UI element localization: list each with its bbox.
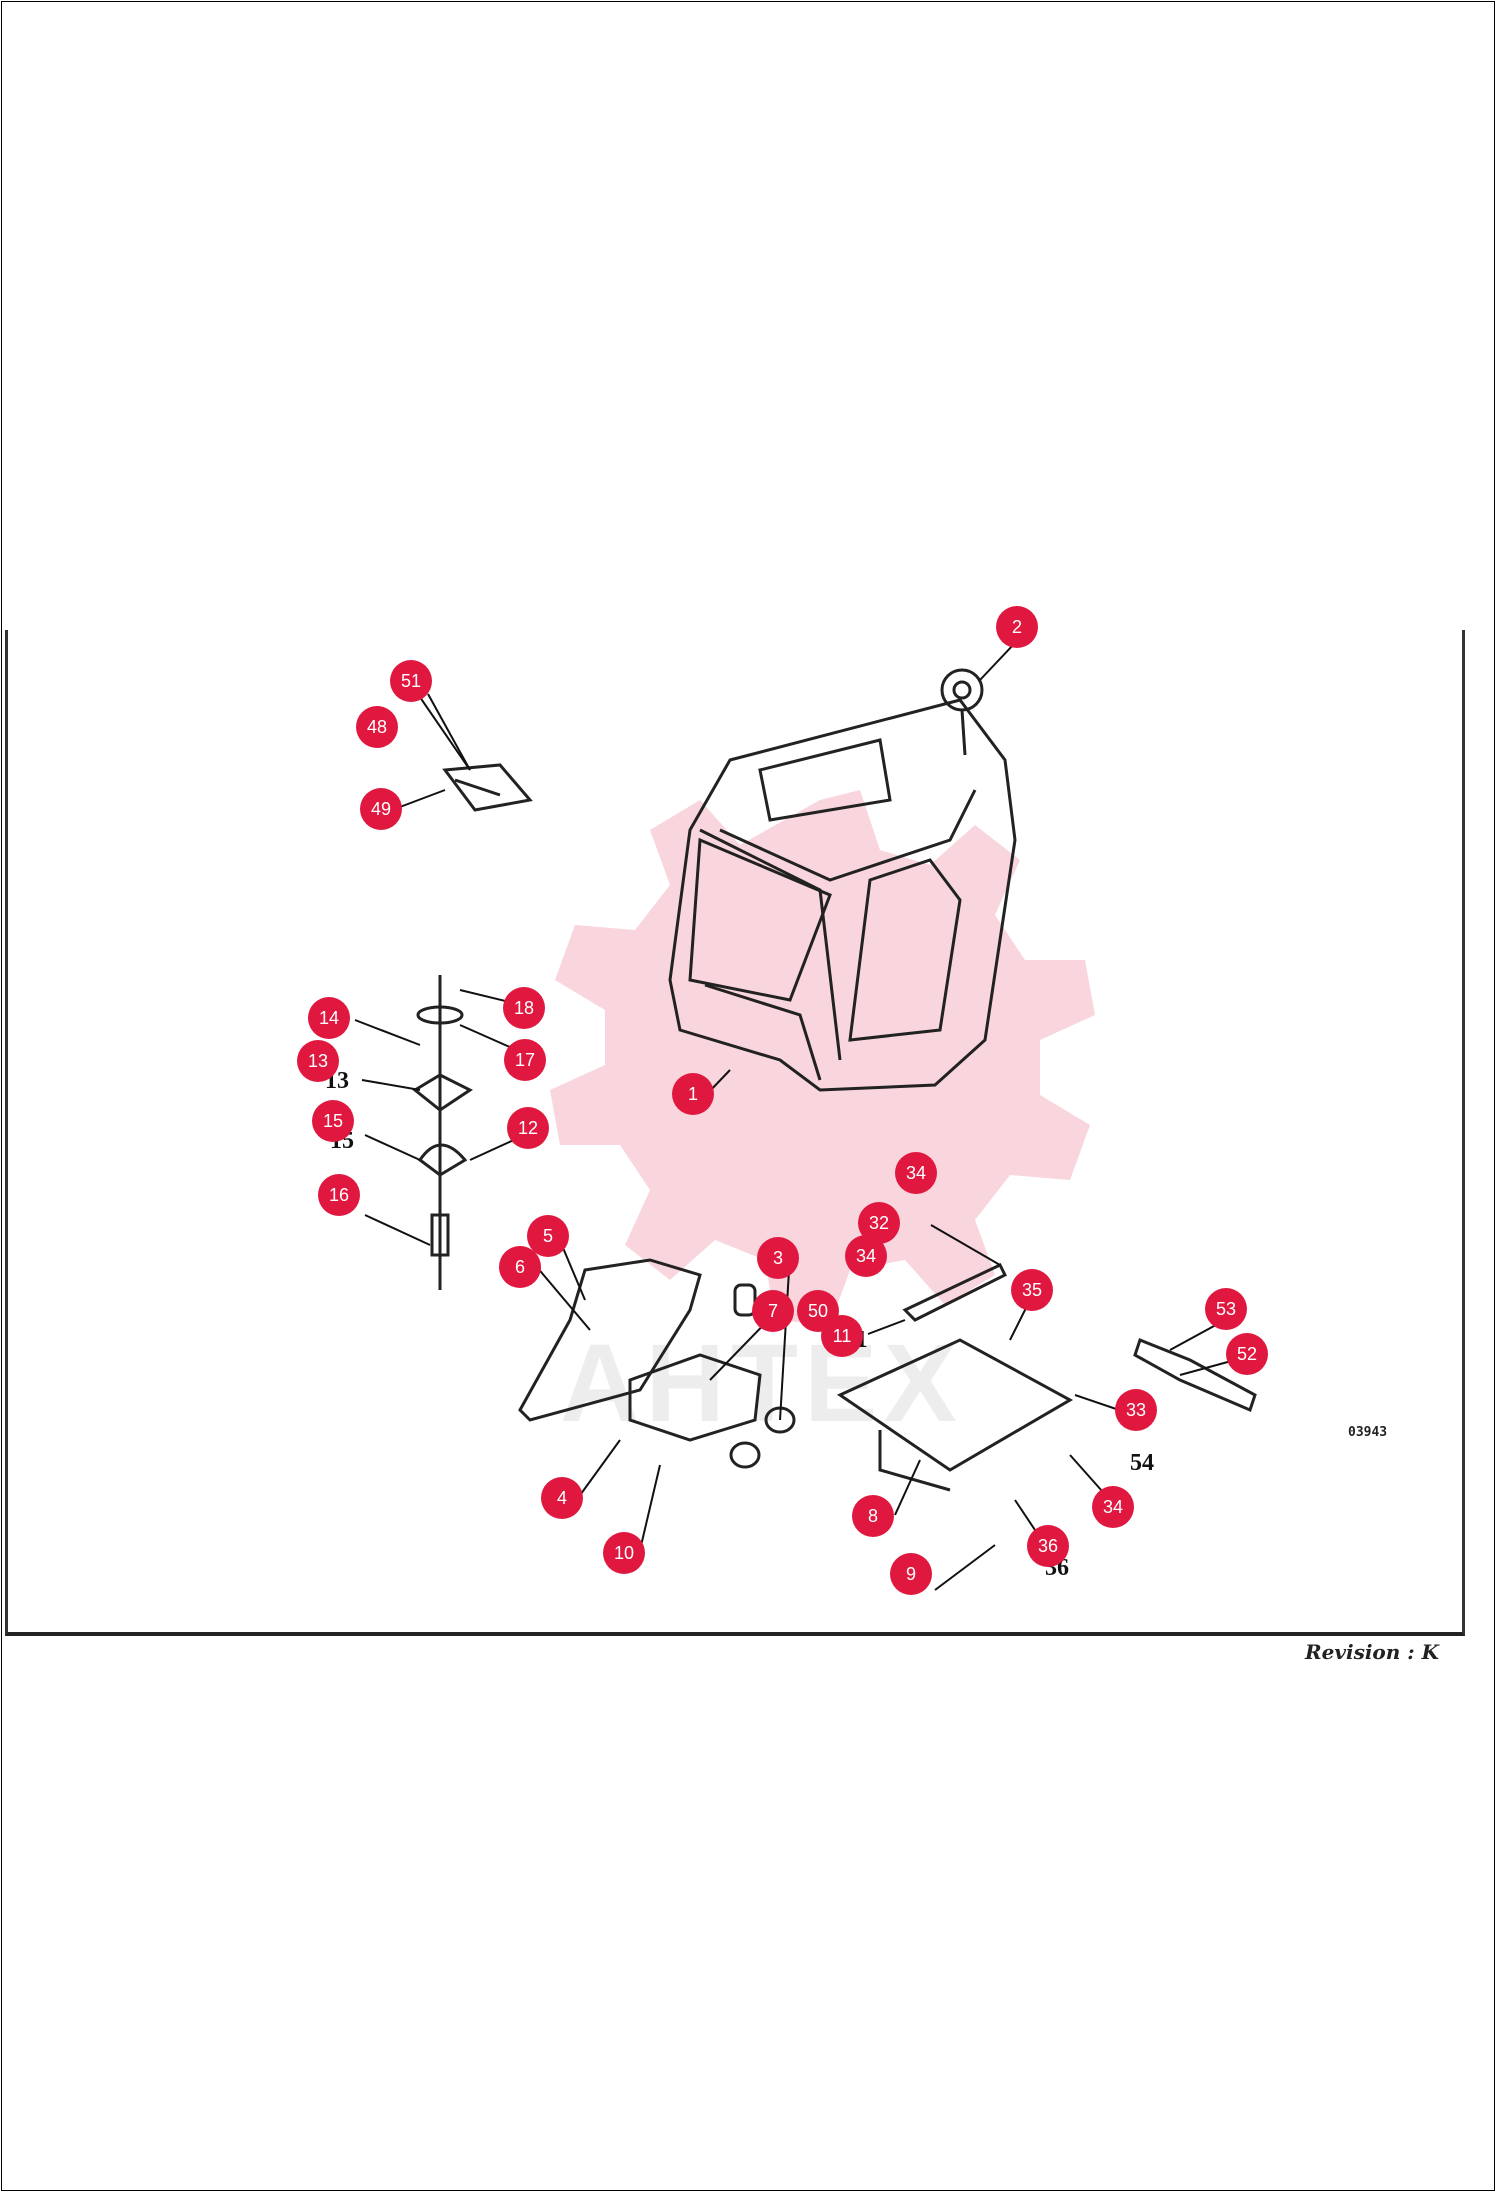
svg-text:32: 32 [869,1213,889,1233]
callout-17[interactable]: 17 [504,1039,546,1081]
callout-4[interactable]: 4 [541,1477,583,1519]
gear-watermark-icon [550,790,1095,1325]
svg-text:14: 14 [319,1008,339,1028]
callout-8[interactable]: 8 [852,1495,894,1537]
svg-text:51: 51 [401,671,421,691]
svg-text:49: 49 [371,799,391,819]
callout-3[interactable]: 3 [757,1237,799,1279]
svg-text:15: 15 [323,1111,343,1131]
callout-9[interactable]: 9 [890,1553,932,1595]
leader-lines [354,626,1236,1591]
svg-text:6: 6 [515,1257,525,1277]
right-strap [1133,1338,1257,1413]
svg-text:3: 3 [773,1248,783,1268]
callout-6[interactable]: 6 [499,1246,541,1288]
callout-34-top[interactable]: 34 [895,1152,937,1194]
svg-text:11: 11 [833,1326,852,1346]
beacon-part [940,668,984,756]
svg-text:36: 36 [1038,1536,1058,1556]
callout-35[interactable]: 35 [1011,1269,1053,1311]
svg-text:4: 4 [557,1488,567,1508]
svg-text:8: 8 [868,1506,878,1526]
svg-text:16: 16 [329,1185,349,1205]
svg-text:17: 17 [515,1050,535,1070]
svg-text:34: 34 [1103,1497,1123,1517]
svg-text:9: 9 [906,1564,916,1584]
callout-33[interactable]: 33 [1115,1389,1157,1431]
callout-13[interactable]: 13 [297,1040,339,1082]
svg-text:52: 52 [1237,1344,1257,1364]
callout-32[interactable]: 32 [858,1202,900,1244]
svg-text:13: 13 [308,1051,328,1071]
diagram-frame [5,630,1465,1636]
callout-2[interactable]: 2 [996,606,1038,648]
callout-49[interactable]: 49 [360,788,402,830]
callout-5[interactable]: 5 [527,1215,569,1257]
base-plate [836,1338,1074,1492]
callout-48[interactable]: 48 [356,706,398,748]
callout-52[interactable]: 52 [1226,1333,1268,1375]
svg-text:2: 2 [1012,617,1022,637]
drawing-code: 03943 [1348,1425,1388,1440]
mount-stack [412,975,473,1290]
svg-text:48: 48 [367,717,387,737]
svg-text:33: 33 [1126,1400,1146,1420]
svg-text:53: 53 [1216,1299,1236,1319]
callout-14[interactable]: 14 [308,997,350,1039]
callout-34-bottom[interactable]: 34 [1092,1486,1134,1528]
svg-text:12: 12 [518,1118,538,1138]
svg-text:50: 50 [808,1301,828,1321]
part-number-54: 54 [1130,1450,1154,1476]
callout-36[interactable]: 36 [1027,1525,1069,1567]
callout-10[interactable]: 10 [603,1532,645,1574]
svg-text:5: 5 [543,1226,553,1246]
callout-16[interactable]: 16 [318,1174,360,1216]
callout-1[interactable]: 1 [672,1073,714,1115]
callout-7[interactable]: 7 [752,1290,794,1332]
callout-53[interactable]: 53 [1205,1288,1247,1330]
svg-text:1: 1 [688,1084,698,1104]
cab-frame [668,698,1017,1092]
callout-34-mid[interactable]: 34 [845,1235,887,1277]
bushing-set [628,1283,796,1469]
plate-assembly [442,763,533,812]
callout-18[interactable]: 18 [503,987,545,1029]
svg-text:34: 34 [856,1246,876,1266]
callout-12[interactable]: 12 [507,1107,549,1149]
revision-label: Revision : K [1305,1640,1439,1664]
svg-text:35: 35 [1022,1280,1042,1300]
upper-bracket [902,1263,1008,1322]
callout-15[interactable]: 15 [312,1100,354,1142]
callout-51[interactable]: 51 [390,660,432,702]
svg-text:10: 10 [614,1543,634,1563]
svg-text:7: 7 [768,1301,778,1321]
callout-50[interactable]: 50 [797,1290,839,1332]
guard-bracket [518,1258,702,1422]
svg-text:34: 34 [906,1163,926,1183]
svg-text:18: 18 [514,998,534,1018]
